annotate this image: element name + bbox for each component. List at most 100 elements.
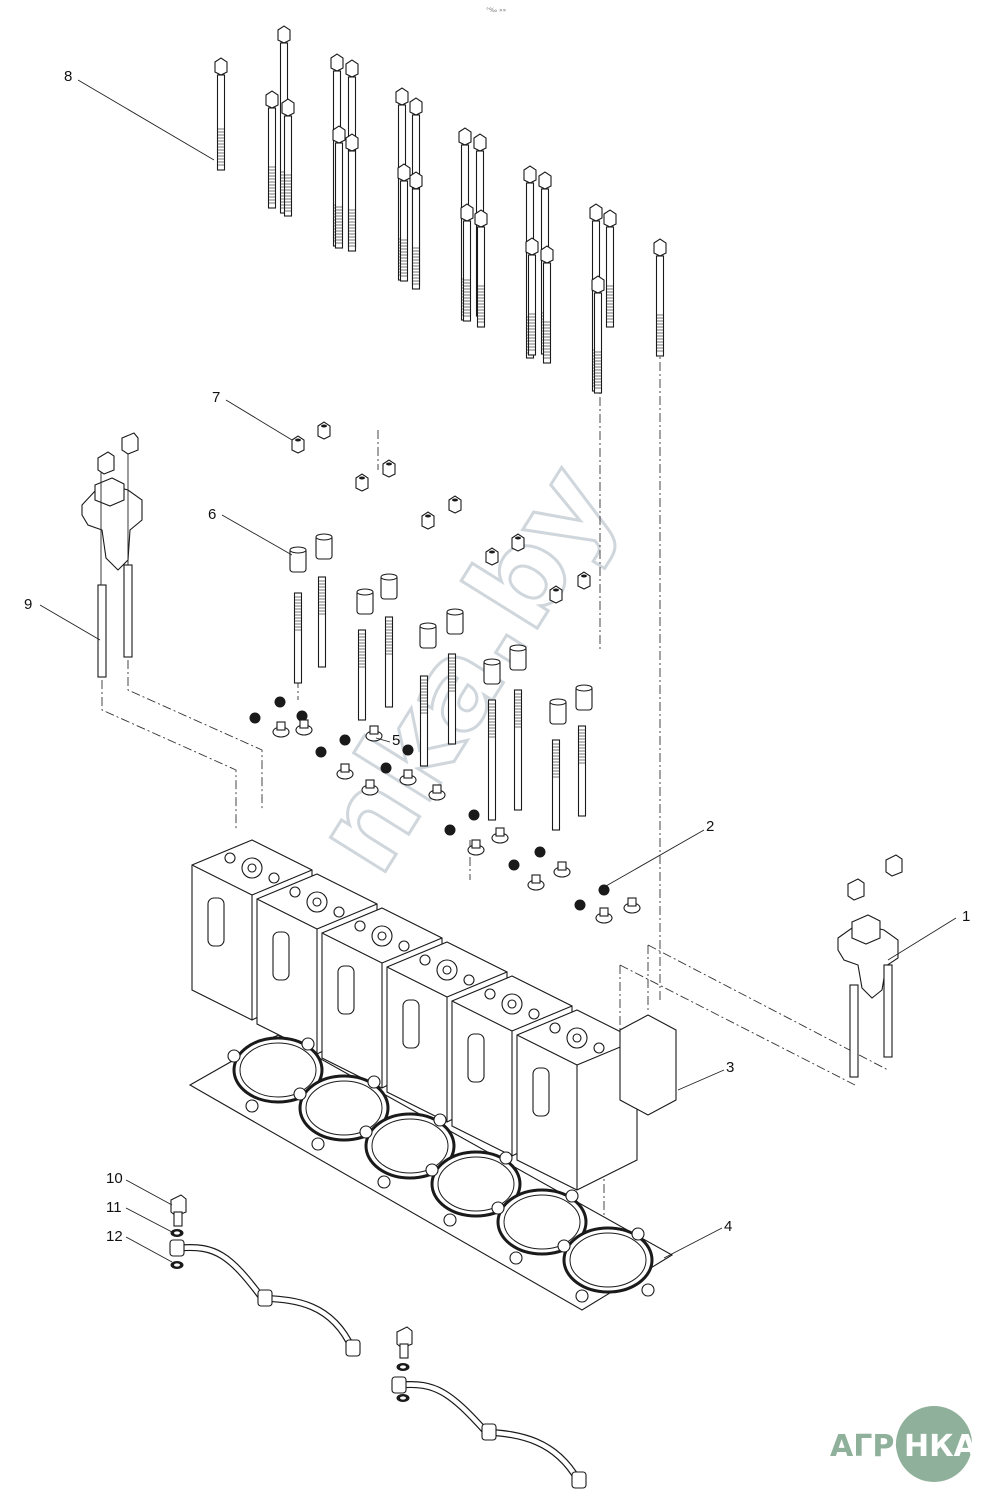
- cap-nut: [485, 547, 499, 566]
- stud: [293, 592, 303, 684]
- head-bolt: [332, 125, 346, 249]
- gasket-hole: [245, 1099, 259, 1113]
- callout-labels: 1 2 3 4 5 6 7 8 9 10 11 12: [24, 68, 970, 1245]
- spacer-sleeve: [315, 533, 333, 560]
- callout-12: 12: [106, 1228, 123, 1245]
- washer-nut: [527, 874, 545, 891]
- spacer-sleeve: [356, 588, 374, 615]
- head-bolt: [409, 171, 423, 290]
- callout-10: 10: [106, 1170, 123, 1187]
- callout-11: 11: [106, 1199, 122, 1216]
- callout-9: 9: [24, 596, 32, 613]
- agronka-logo: АГРО НКА: [830, 1406, 978, 1482]
- washer-nut: [623, 897, 641, 914]
- spacer-sleeve: [446, 608, 464, 635]
- small-nut: [534, 846, 546, 858]
- head-bolt: [474, 209, 488, 328]
- cap-nut: [317, 421, 331, 440]
- spacer-sleeve: [419, 622, 437, 649]
- head-bolt: [653, 238, 667, 357]
- small-nut: [380, 762, 392, 774]
- callout-5: 5: [392, 732, 400, 749]
- stud: [447, 653, 457, 745]
- cylinder-head-end-cover: [619, 1014, 677, 1116]
- head-bolt: [603, 209, 617, 328]
- washer-nut: [295, 719, 313, 736]
- gasket-hole: [377, 1175, 391, 1189]
- cylinder-head-group: [191, 839, 677, 1191]
- oil-pipe-upper: [169, 1194, 361, 1357]
- callout-2: 2: [706, 818, 714, 835]
- cap-nut: [511, 533, 525, 552]
- gasket-hole: [227, 1049, 241, 1063]
- head-bolt: [265, 90, 279, 209]
- gasket-hole: [499, 1151, 513, 1165]
- small-nut: [574, 899, 586, 911]
- head-bolts-group: [214, 25, 667, 394]
- head-bolt: [281, 98, 295, 217]
- small-nut: [598, 884, 610, 896]
- center-lines: [101, 345, 889, 1250]
- studs-group: [289, 421, 593, 831]
- small-nut: [274, 696, 286, 708]
- gasket-hole: [425, 1163, 439, 1177]
- stud: [384, 616, 394, 708]
- gasket-hole: [433, 1113, 447, 1127]
- gasket-hole: [557, 1239, 571, 1253]
- gasket-hole: [641, 1283, 655, 1297]
- cap-nut: [421, 511, 435, 530]
- gasket-hole: [311, 1137, 325, 1151]
- header-mark: °‰ »»: [486, 7, 507, 14]
- gasket-hole: [367, 1075, 381, 1089]
- gasket-hole: [491, 1201, 505, 1215]
- spacer-sleeve: [483, 658, 501, 685]
- head-bolt: [525, 237, 539, 356]
- callout-3: 3: [726, 1059, 734, 1076]
- stud: [357, 629, 367, 721]
- gasket-hole: [575, 1289, 589, 1303]
- gasket-hole: [293, 1087, 307, 1101]
- spacer-sleeve: [549, 698, 567, 725]
- callout-1: 1: [962, 908, 970, 925]
- gasket-hole: [359, 1125, 373, 1139]
- small-nut: [402, 744, 414, 756]
- head-bolt: [345, 133, 359, 252]
- watermark-text: nka.by: [287, 442, 642, 895]
- lifting-bracket-left: [81, 432, 143, 678]
- head-bolt: [397, 163, 411, 282]
- stud: [551, 739, 561, 831]
- stud: [513, 689, 523, 811]
- washer-nut: [361, 779, 379, 796]
- callout-8: 8: [64, 68, 72, 85]
- small-nut: [468, 809, 480, 821]
- stud: [487, 699, 497, 821]
- gasket-hole: [301, 1037, 315, 1051]
- callout-6: 6: [208, 506, 216, 523]
- washer-nut: [467, 839, 485, 856]
- washer-nut: [553, 861, 571, 878]
- washer-nut: [428, 784, 446, 801]
- washer-nut: [491, 827, 509, 844]
- cap-nut: [355, 473, 369, 492]
- stud: [577, 725, 587, 817]
- leader-lines: [39, 79, 957, 1263]
- lifting-bracket-right: [837, 854, 903, 1078]
- gasket-hole: [443, 1213, 457, 1227]
- cap-nut: [448, 495, 462, 514]
- head-bolt: [591, 275, 605, 394]
- small-nuts-group: [249, 696, 641, 924]
- cap-nut: [291, 435, 305, 454]
- small-nut: [444, 824, 456, 836]
- gasket-hole: [565, 1189, 579, 1203]
- spacer-sleeve: [289, 546, 307, 573]
- head-bolt: [460, 203, 474, 322]
- washer-nut: [272, 721, 290, 738]
- spacer-sleeve: [509, 644, 527, 671]
- cylinder-head: [516, 1009, 638, 1191]
- stud: [419, 675, 429, 767]
- cap-nut: [577, 571, 591, 590]
- head-bolt: [540, 245, 554, 364]
- cap-nut: [549, 585, 563, 604]
